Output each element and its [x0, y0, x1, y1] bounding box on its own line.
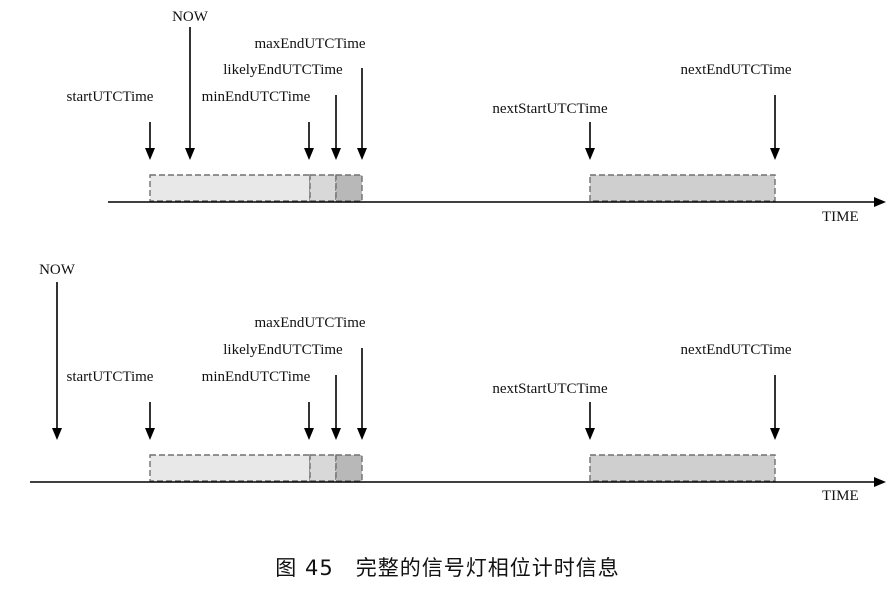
label-next-start: nextStartUTCTime: [492, 101, 608, 117]
panel-top: TIME NOW sta: [67, 9, 886, 225]
label-min-end: minEndUTCTime: [202, 89, 311, 105]
label-likely-end: likelyEndUTCTime: [223, 62, 343, 78]
label-now: NOW: [172, 9, 209, 25]
panel-bottom: TIME NOW sta: [30, 262, 886, 504]
bar-min-segment: [149, 454, 311, 482]
figure-caption: 图 45 完整的信号灯相位计时信息: [275, 556, 620, 580]
label-next-end: nextEndUTCTime: [680, 342, 791, 358]
arrow-start: [145, 122, 155, 160]
label-now: NOW: [39, 262, 76, 278]
arrow-next-start: [585, 402, 595, 440]
bar-likely-segment: [309, 174, 337, 202]
arrow-max-end: [357, 68, 367, 160]
arrow-now: [52, 282, 62, 440]
label-max-end: maxEndUTCTime: [254, 315, 365, 331]
label-next-start: nextStartUTCTime: [492, 381, 608, 397]
arrow-start: [145, 402, 155, 440]
arrow-min-end: [304, 402, 314, 440]
bar-next-phase: [589, 174, 776, 202]
arrow-max-end: [357, 348, 367, 440]
label-start: startUTCTime: [67, 89, 154, 105]
label-min-end: minEndUTCTime: [202, 369, 311, 385]
time-axis-label: TIME: [822, 488, 859, 504]
time-axis-arrowhead: [874, 477, 886, 487]
label-likely-end: likelyEndUTCTime: [223, 342, 343, 358]
time-axis-label: TIME: [822, 209, 859, 225]
arrow-likely-end: [331, 95, 341, 160]
arrow-min-end: [304, 122, 314, 160]
bar-next-phase: [589, 454, 776, 482]
bar-max-segment: [335, 174, 363, 202]
bar-max-segment: [335, 454, 363, 482]
label-next-end: nextEndUTCTime: [680, 62, 791, 78]
arrow-next-end: [770, 375, 780, 440]
arrow-next-end: [770, 95, 780, 160]
time-axis-arrowhead: [874, 197, 886, 207]
label-start: startUTCTime: [67, 369, 154, 385]
bar-min-segment: [149, 174, 311, 202]
arrow-likely-end: [331, 375, 341, 440]
arrow-now: [185, 27, 195, 160]
bar-likely-segment: [309, 454, 337, 482]
label-max-end: maxEndUTCTime: [254, 36, 365, 52]
arrow-next-start: [585, 122, 595, 160]
